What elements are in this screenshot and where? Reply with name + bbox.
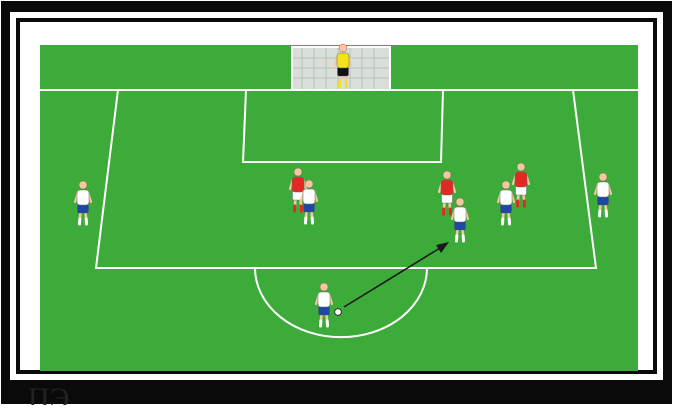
footer-text: ПЭ <box>28 384 88 405</box>
pitch <box>40 45 638 371</box>
ball-icon <box>335 309 342 316</box>
